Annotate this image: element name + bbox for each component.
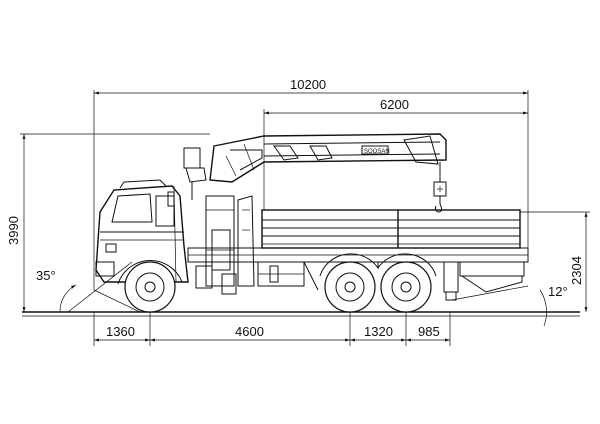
dimension-chain-bottom: 1360 4600 1320 985 bbox=[93, 312, 451, 346]
overall-height-label: 3990 bbox=[6, 216, 21, 245]
deck-height-label: 2304 bbox=[569, 256, 584, 285]
crane-column bbox=[195, 195, 255, 295]
rear-wheel-1 bbox=[324, 261, 376, 313]
front-overhang-label: 1360 bbox=[106, 324, 135, 339]
operator-seat bbox=[183, 147, 207, 200]
crane-boom: SOOSAN bbox=[209, 133, 447, 183]
front-wheel bbox=[117, 259, 183, 313]
truck-cab bbox=[95, 179, 189, 283]
rear-fender bbox=[318, 253, 440, 277]
dimension-overall-height: 3990 bbox=[6, 133, 210, 312]
departure-angle: 12° bbox=[451, 284, 568, 327]
underbody-equipment bbox=[257, 261, 525, 301]
overall-length-label: 10200 bbox=[290, 77, 326, 92]
cargo-platform bbox=[261, 209, 521, 249]
dimension-crane-to-rear: 6200 bbox=[263, 97, 528, 210]
crane-hook bbox=[433, 162, 447, 213]
dimension-deck-height: 2304 bbox=[520, 211, 590, 312]
crane-nameplate: SOOSAN bbox=[364, 149, 390, 155]
departure-angle-label: 12° bbox=[548, 284, 568, 299]
ground-line bbox=[22, 311, 580, 317]
dimension-overall-length: 10200 bbox=[93, 77, 529, 290]
rear-axle-spacing-label: 1320 bbox=[364, 324, 393, 339]
crane-to-rear-label: 6200 bbox=[380, 97, 409, 112]
approach-angle: 35° bbox=[36, 261, 141, 313]
rear-wheel-2 bbox=[380, 261, 432, 313]
rear-overhang-label: 985 bbox=[418, 324, 440, 339]
approach-angle-label: 35° bbox=[36, 268, 56, 283]
wheelbase-front-label: 4600 bbox=[235, 324, 264, 339]
